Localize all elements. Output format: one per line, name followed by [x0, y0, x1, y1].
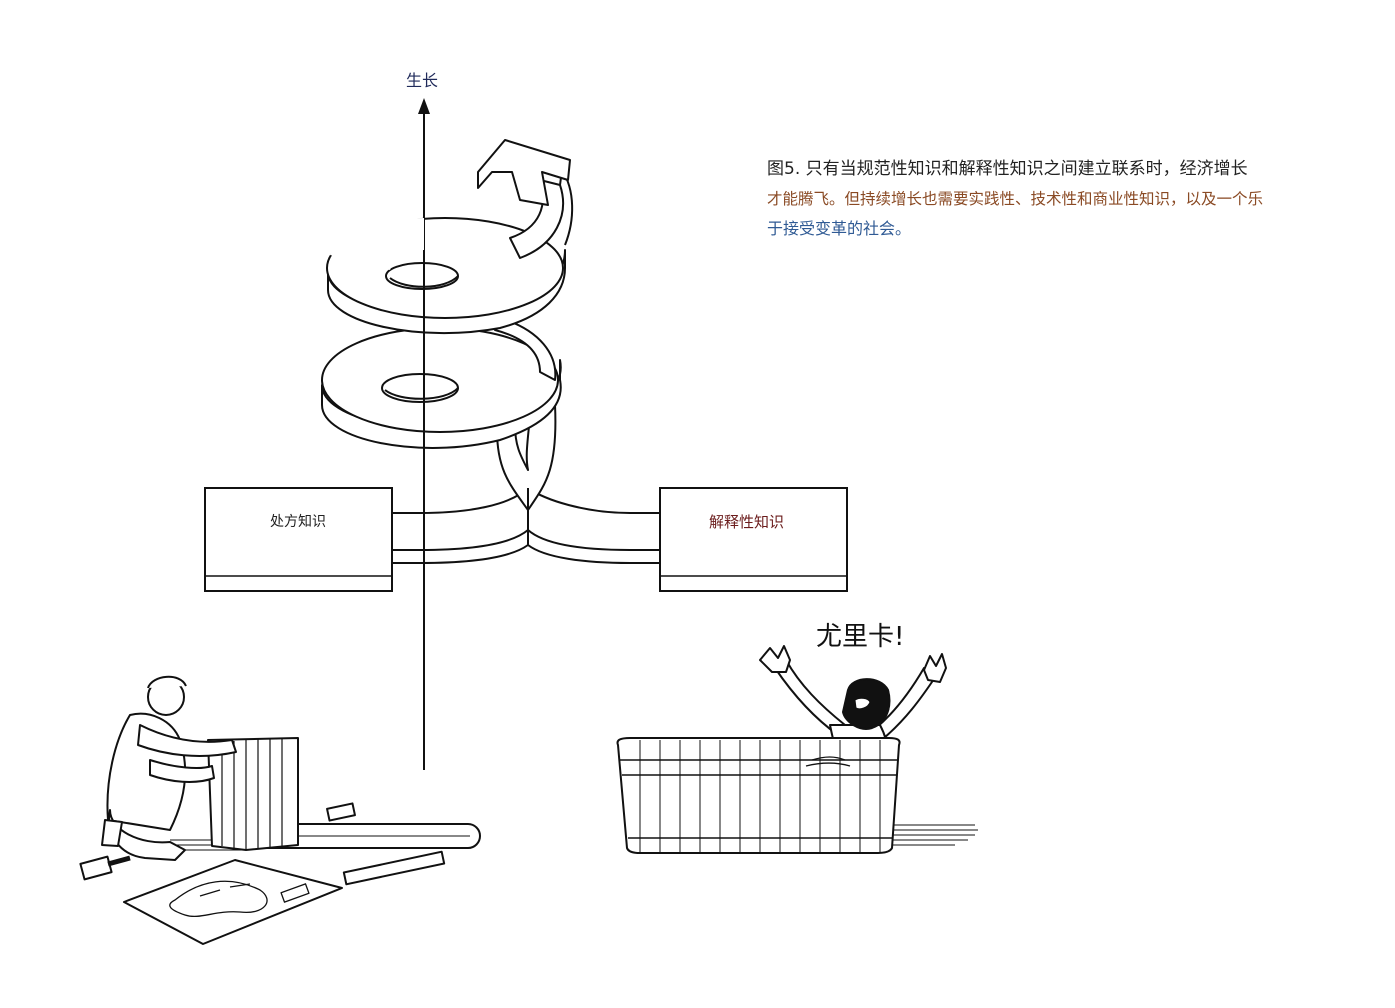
- figure-caption: 图5. 只有当规范性知识和解释性知识之间建立联系时，经济增长 才能腾飞。但持续增…: [767, 154, 1297, 244]
- explanatory-knowledge-label: 解释性知识: [709, 513, 785, 531]
- caption-line-2: 才能腾飞。但持续增长也需要实践性、技术性和商业性知识，以及一个乐: [767, 190, 1264, 208]
- right-knowledge-box: [659, 487, 848, 592]
- caption-line-3: 于接受变革的社会。: [767, 219, 912, 238]
- spiral-front-overlap: [330, 218, 424, 270]
- growth-axis-label: 生长: [406, 71, 439, 90]
- craftsman-icon: [79, 675, 481, 945]
- connection-channels: [391, 404, 661, 564]
- left-knowledge-box: [204, 487, 393, 592]
- growth-spiral: [321, 139, 574, 449]
- prescriptive-knowledge-label: 处方知识: [270, 514, 326, 530]
- caption-line-1: 图5. 只有当规范性知识和解释性知识之间建立联系时，经济增长: [767, 159, 1248, 179]
- eureka-exclamation: 尤里卡!: [816, 622, 905, 652]
- bather-icon: [616, 645, 978, 854]
